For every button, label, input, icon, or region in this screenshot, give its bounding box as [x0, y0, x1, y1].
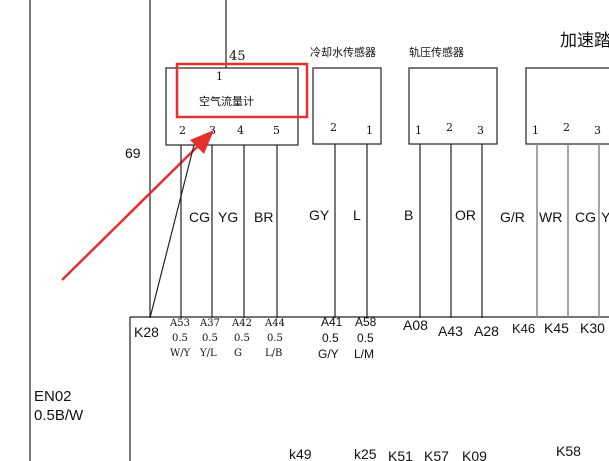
- ecu-size-a53: 0.5: [172, 333, 188, 344]
- bottom-k51: K51: [388, 448, 413, 461]
- afm-pin-1: 1: [216, 70, 223, 83]
- highlight-arrow-shaft: [61, 143, 201, 281]
- bottom-k58: K58: [556, 443, 581, 459]
- ecu-color-a41: G/Y: [318, 347, 339, 361]
- ecu-size-a41: 0.5: [322, 331, 339, 345]
- ecu-pin-a41: A41: [321, 315, 343, 329]
- ecu-pin-a37: A37: [199, 318, 220, 329]
- ecu-color-a42: G: [234, 348, 242, 359]
- ecu-size-a58: 0.5: [357, 331, 374, 345]
- acc-pin-1: 1: [532, 124, 539, 137]
- wire-color-cg: CG: [189, 209, 210, 225]
- ecu-pin-k45: K45: [544, 320, 569, 336]
- wire-afm-2: [149, 144, 195, 319]
- wire-color-cg2: CG: [575, 209, 596, 225]
- highlight-arrow-head: [190, 130, 214, 154]
- bottom-k57: K57: [424, 448, 449, 461]
- ecu-color-a44: L/B: [265, 348, 282, 359]
- ecu-pin-a58: A58: [355, 315, 377, 329]
- ecu-size-a44: 0.5: [267, 333, 283, 344]
- wire-color-gy: GY: [309, 207, 330, 223]
- afm-pin-5: 5: [273, 124, 280, 137]
- wire-69-label: 69: [125, 145, 141, 161]
- acc-pin-2: 2: [563, 121, 570, 134]
- acc-pin-3: 3: [594, 124, 601, 137]
- afm-pin-4: 4: [237, 124, 244, 137]
- wire-color-or: OR: [455, 207, 476, 223]
- wire-color-yg: YG: [218, 209, 238, 225]
- wire-color-br: BR: [254, 209, 273, 225]
- ecu-size-a42: 0.5: [234, 333, 250, 344]
- ecu-pin-k28: K28: [134, 324, 159, 340]
- wire-color-y: Y: [601, 209, 609, 225]
- ecu-pin-a42: A42: [231, 318, 252, 329]
- accelerator-label: 加速踏: [560, 31, 609, 51]
- afm-pin-3: 3: [209, 124, 216, 137]
- ecu-pin-a44: A44: [264, 318, 285, 329]
- coolant-sensor-box: [312, 67, 382, 145]
- coolant-sensor-label: 冷却水传感器: [310, 46, 376, 59]
- ecu-pin-a43: A43: [438, 323, 463, 339]
- rp-pin-2: 2: [446, 121, 453, 134]
- bottom-k25: k25: [354, 446, 377, 461]
- en02-spec: 0.5B/W: [34, 407, 84, 424]
- wire-color-b: B: [404, 207, 413, 223]
- bottom-k09: K09: [462, 448, 487, 461]
- air-flow-meter-box: [165, 67, 299, 146]
- ecu-color-a58: L/M: [354, 347, 374, 361]
- cs-pin-2: 2: [330, 121, 337, 134]
- en02-label: EN02: [34, 388, 72, 405]
- rp-pin-3: 3: [477, 124, 484, 137]
- wire-color-l: L: [353, 207, 361, 223]
- air-flow-meter-ref: 45: [229, 49, 246, 64]
- cs-pin-1: 1: [366, 124, 373, 137]
- wire-color-wr: WR: [539, 209, 562, 225]
- highlight-box: [175, 62, 309, 119]
- rail-pressure-sensor-label: 轨压传感器: [409, 45, 464, 59]
- ecu-color-a53: W/Y: [170, 348, 191, 359]
- ecu-pin-a08: A08: [403, 317, 428, 333]
- rp-pin-1: 1: [415, 124, 422, 137]
- ecu-pin-k46: K46: [512, 321, 535, 336]
- afm-pin-2: 2: [179, 124, 186, 137]
- ecu-pin-a28: A28: [474, 323, 499, 339]
- rail-pressure-sensor-box: [408, 67, 498, 145]
- bottom-k49: k49: [289, 446, 312, 461]
- ecu-pin-a53: A53: [169, 318, 190, 329]
- wire-color-gr: G/R: [500, 209, 525, 225]
- ecu-color-a37: Y/L: [199, 348, 217, 359]
- ecu-size-a37: 0.5: [202, 333, 218, 344]
- accelerator-box: [525, 67, 609, 145]
- air-flow-meter-label: 空气流量计: [199, 94, 254, 108]
- ecu-pin-k30: K30: [580, 320, 605, 336]
